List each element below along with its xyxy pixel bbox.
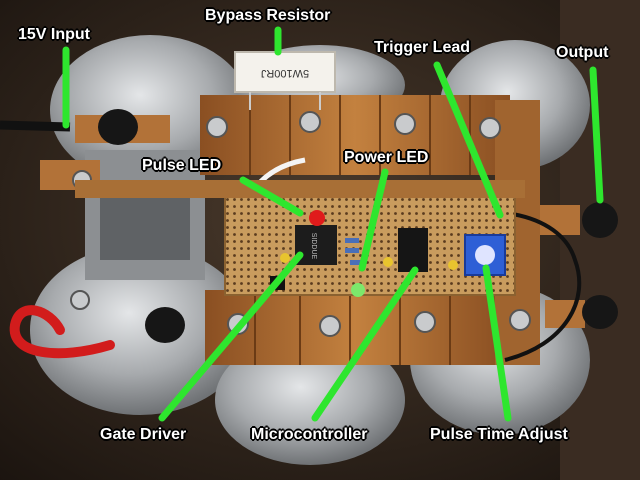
label-pulse-time-adjust: Pulse Time Adjust bbox=[430, 426, 568, 443]
board-upper-lip bbox=[75, 180, 525, 198]
annotation-lines bbox=[62, 26, 604, 422]
power-led bbox=[351, 283, 365, 297]
terminal-bolts bbox=[98, 109, 618, 343]
screw bbox=[414, 311, 436, 333]
screw bbox=[299, 111, 321, 133]
screw bbox=[70, 290, 90, 310]
line-output bbox=[589, 66, 604, 204]
resistor-marking: 5W100RJ bbox=[261, 67, 309, 79]
screw bbox=[319, 315, 341, 337]
bolt-left-bottom bbox=[145, 307, 185, 343]
trimpot-knob bbox=[475, 245, 495, 265]
label-gate-driver: Gate Driver bbox=[100, 426, 187, 443]
label-bypass-resistor: Bypass Resistor bbox=[205, 7, 331, 24]
bypass-resistor-body bbox=[234, 51, 336, 93]
pulse-led bbox=[309, 210, 325, 226]
capacitor-bottom-left bbox=[30, 245, 250, 415]
line-gate-driver bbox=[158, 251, 304, 422]
label-microcontroller: Microcontroller bbox=[251, 426, 368, 443]
chip-marking: SIDDUE bbox=[310, 233, 317, 260]
screw bbox=[509, 309, 531, 331]
heatsink-left-inner bbox=[100, 190, 190, 260]
input-wire bbox=[0, 120, 71, 132]
line-trigger-lead bbox=[433, 61, 504, 219]
label-output: Output bbox=[556, 44, 609, 61]
resistor-small bbox=[345, 238, 359, 243]
screw bbox=[394, 113, 416, 135]
bolt-output bbox=[582, 202, 618, 238]
bolt-input bbox=[98, 109, 138, 145]
resistor-small bbox=[345, 248, 359, 253]
bus-output bbox=[540, 205, 580, 235]
bolt-output-2 bbox=[582, 295, 618, 329]
label-power-led: Power LED bbox=[344, 149, 429, 166]
line-microcontroller bbox=[311, 266, 419, 422]
capacitor-bottom-center bbox=[215, 335, 405, 465]
label-15v-input: 15V Input bbox=[18, 26, 91, 43]
board-grooves bbox=[249, 95, 471, 365]
line-pulse-time-adjust bbox=[482, 264, 512, 422]
line-pulse-led bbox=[239, 176, 304, 217]
red-wire bbox=[9, 305, 115, 359]
yellow-cap bbox=[383, 257, 393, 267]
yellow-cap bbox=[280, 253, 290, 263]
resistor-small bbox=[350, 260, 364, 265]
yellow-cap bbox=[448, 260, 458, 270]
line-power-led bbox=[358, 168, 389, 272]
label-trigger-lead: Trigger Lead bbox=[374, 39, 471, 56]
microcontroller-chip bbox=[398, 228, 428, 272]
screw bbox=[479, 117, 501, 139]
label-pulse-led: Pulse LED bbox=[142, 157, 222, 174]
screw bbox=[206, 116, 228, 138]
gate-driver-chip bbox=[295, 225, 337, 265]
